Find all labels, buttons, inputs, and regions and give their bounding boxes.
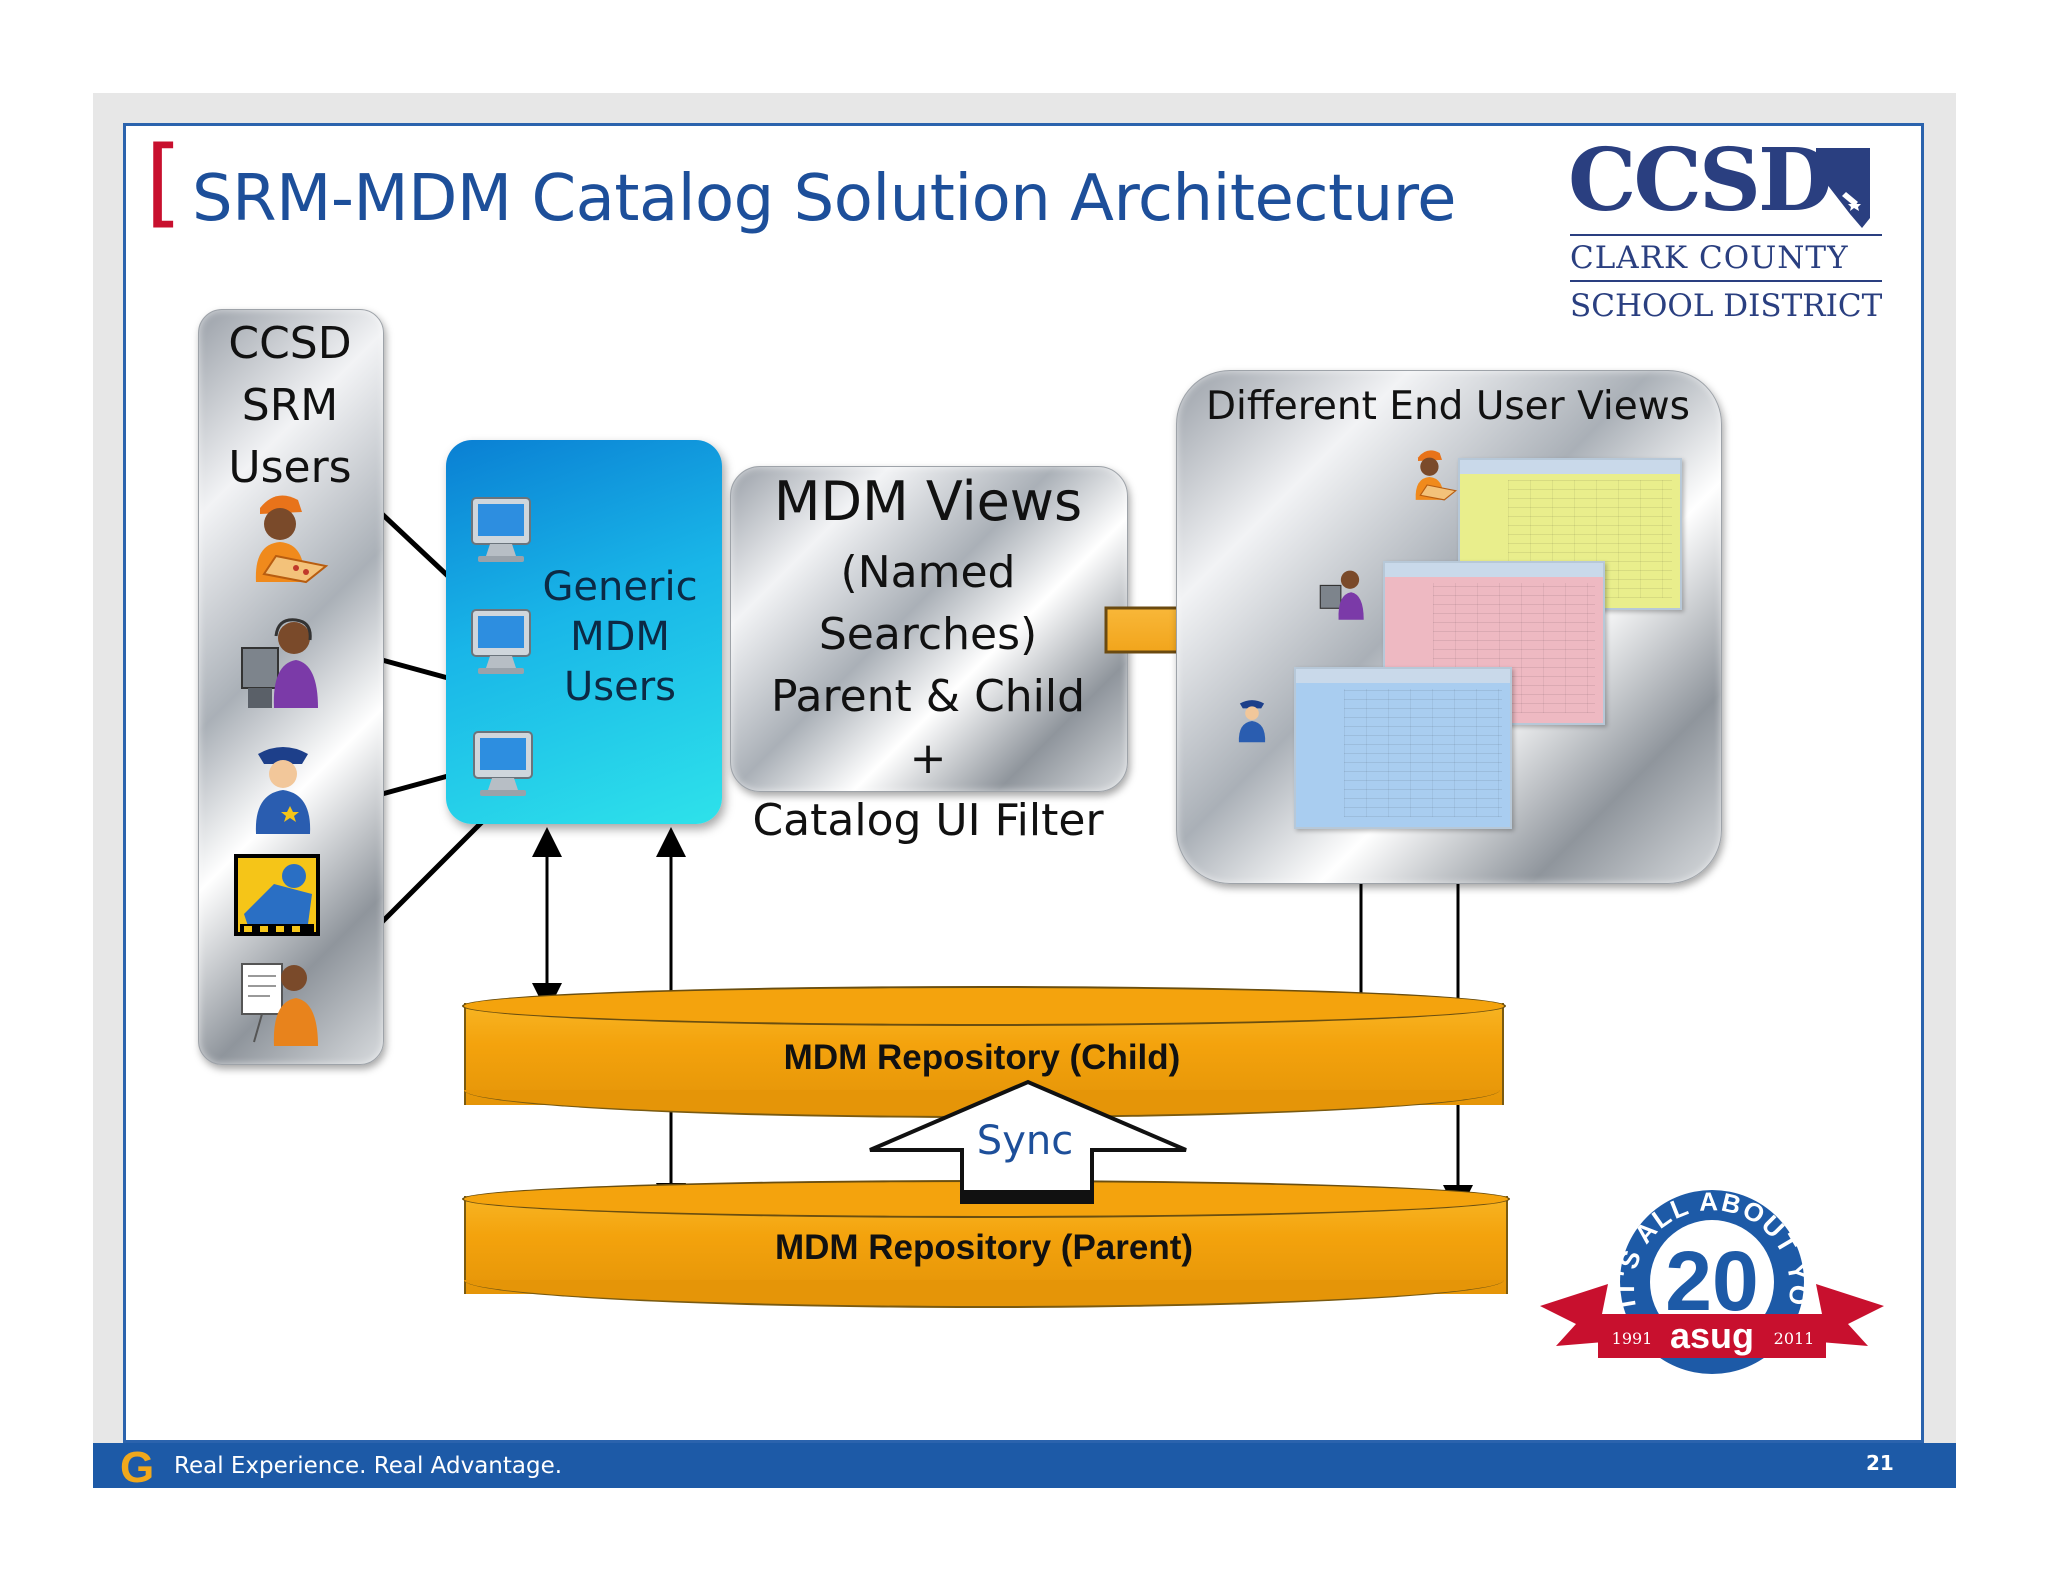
logo-rule-middle <box>1570 280 1882 282</box>
asug-year-start: 1991 <box>1612 1329 1653 1348</box>
computer-monitor-icon <box>473 731 533 796</box>
logo-line-1: CLARK COUNTY <box>1570 240 1849 276</box>
generic-mdm-users-label: Generic MDM Users <box>542 564 698 710</box>
sync-arrow <box>869 1079 1187 1204</box>
computer-monitor-icon <box>471 497 531 562</box>
footer-tagline: Real Experience. Real Advantage. <box>174 1453 563 1479</box>
pizza-delivery-person-icon <box>255 495 329 584</box>
mdm-views-box <box>730 466 1128 792</box>
footer-logo-icon: G <box>120 1443 155 1492</box>
nevada-state-icon <box>1816 148 1870 228</box>
title-bracket: [ <box>145 126 183 238</box>
sync-label: Sync <box>976 1118 1074 1164</box>
connector-line <box>381 657 449 681</box>
mdm-repository-child-label: MDM Repository (Child) <box>783 1038 1181 1077</box>
mdm-views-description: (Named Searches) Parent & Child + Catalo… <box>752 547 1104 846</box>
connector-line <box>380 820 484 924</box>
pizza-delivery-person-icon <box>1415 450 1458 501</box>
taxi-driver-icon <box>234 854 320 936</box>
footer-bar <box>93 1443 1956 1488</box>
asug-brand: asug <box>1670 1315 1754 1356</box>
asug-anniversary-number: 20 <box>1665 1234 1758 1328</box>
presenter-teacher-icon <box>241 963 318 1046</box>
slide-title: SRM-MDM Catalog Solution Architecture <box>192 162 1456 236</box>
connector-line <box>380 512 450 578</box>
call-center-agent-icon <box>241 618 318 708</box>
police-officer-icon <box>1238 700 1266 743</box>
mdm-views-title: MDM Views <box>773 470 1083 533</box>
asug-year-end: 2011 <box>1774 1329 1815 1348</box>
computer-monitor-icon <box>471 609 531 674</box>
logo-line-2: SCHOOL DISTRICT <box>1570 288 1883 324</box>
mdm-repository-parent-label: MDM Repository (Parent) <box>774 1228 1194 1267</box>
catalog-view-screenshot-blue <box>1294 667 1512 829</box>
call-center-agent-icon <box>1319 570 1364 620</box>
page-number: 21 <box>1866 1451 1894 1475</box>
mdm-repository-child-top <box>462 986 1506 1026</box>
asug-anniversary-badge: IT'S ALL ABOUT YOU 20 1991 asug 2011 <box>1532 1186 1884 1374</box>
connector-line <box>381 773 449 797</box>
police-officer-icon <box>255 747 311 834</box>
end-user-views-title: Different End User Views <box>1206 384 1690 429</box>
ccsd-logo: CCSD CLARK COUNTY SCHOOL DISTRICT <box>1568 138 1884 328</box>
srm-users-label: CCSD SRM Users <box>228 318 352 493</box>
logo-abbreviation: CCSD <box>1568 130 1833 231</box>
logo-rule-top <box>1570 234 1882 236</box>
